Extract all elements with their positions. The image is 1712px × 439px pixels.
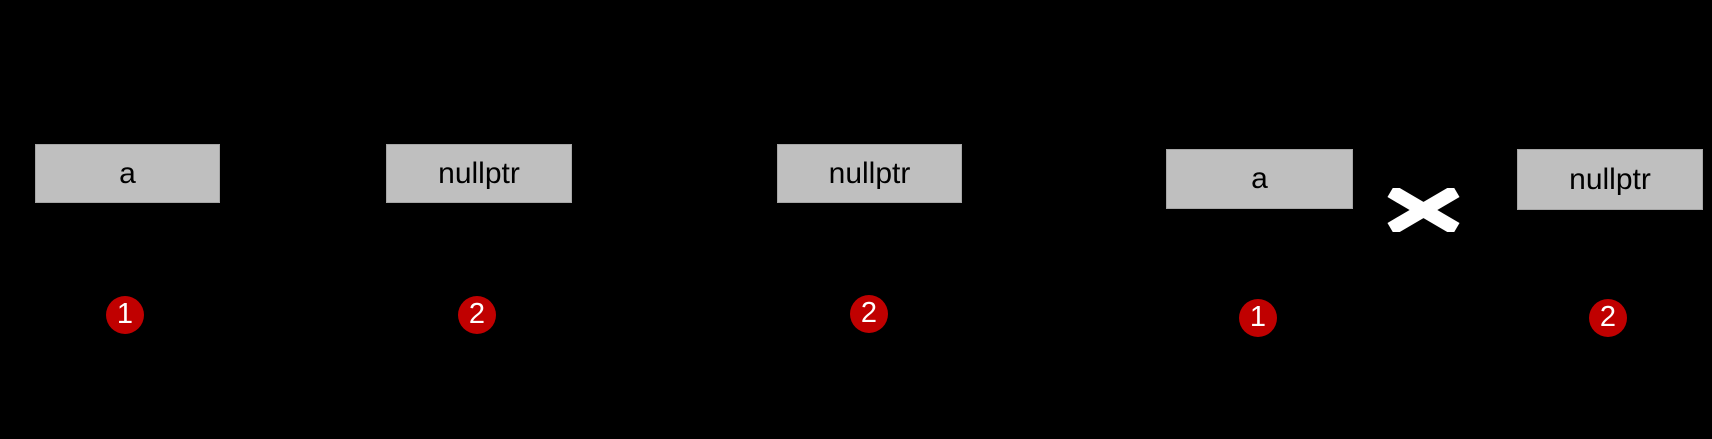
step-badge-4: 1 — [1239, 299, 1277, 337]
cross-icon — [1385, 188, 1462, 232]
step-badge-number: 2 — [468, 297, 486, 330]
step-badge-number: 2 — [1599, 300, 1617, 333]
pointer-box-label: nullptr — [1569, 162, 1651, 196]
pointer-box-nullptr-2: nullptr — [777, 144, 962, 203]
step-badge-number: 1 — [1249, 300, 1267, 333]
step-badge-5: 2 — [1589, 299, 1627, 337]
step-badge-3: 2 — [850, 295, 888, 333]
pointer-box-label: nullptr — [828, 156, 911, 190]
pointer-box-a-2: a — [1166, 149, 1353, 209]
step-badge-number: 2 — [860, 296, 878, 329]
step-badge-1: 1 — [106, 296, 144, 334]
pointer-box-label: a — [1251, 162, 1268, 195]
pointer-box-nullptr-1: nullptr — [386, 144, 572, 203]
step-badge-2: 2 — [458, 296, 496, 334]
pointer-box-label: nullptr — [438, 156, 520, 190]
step-badge-number: 1 — [116, 297, 134, 330]
pointer-box-label: a — [119, 156, 136, 190]
pointer-box-a-1: a — [35, 144, 220, 203]
pointer-box-nullptr-3: nullptr — [1517, 149, 1703, 210]
